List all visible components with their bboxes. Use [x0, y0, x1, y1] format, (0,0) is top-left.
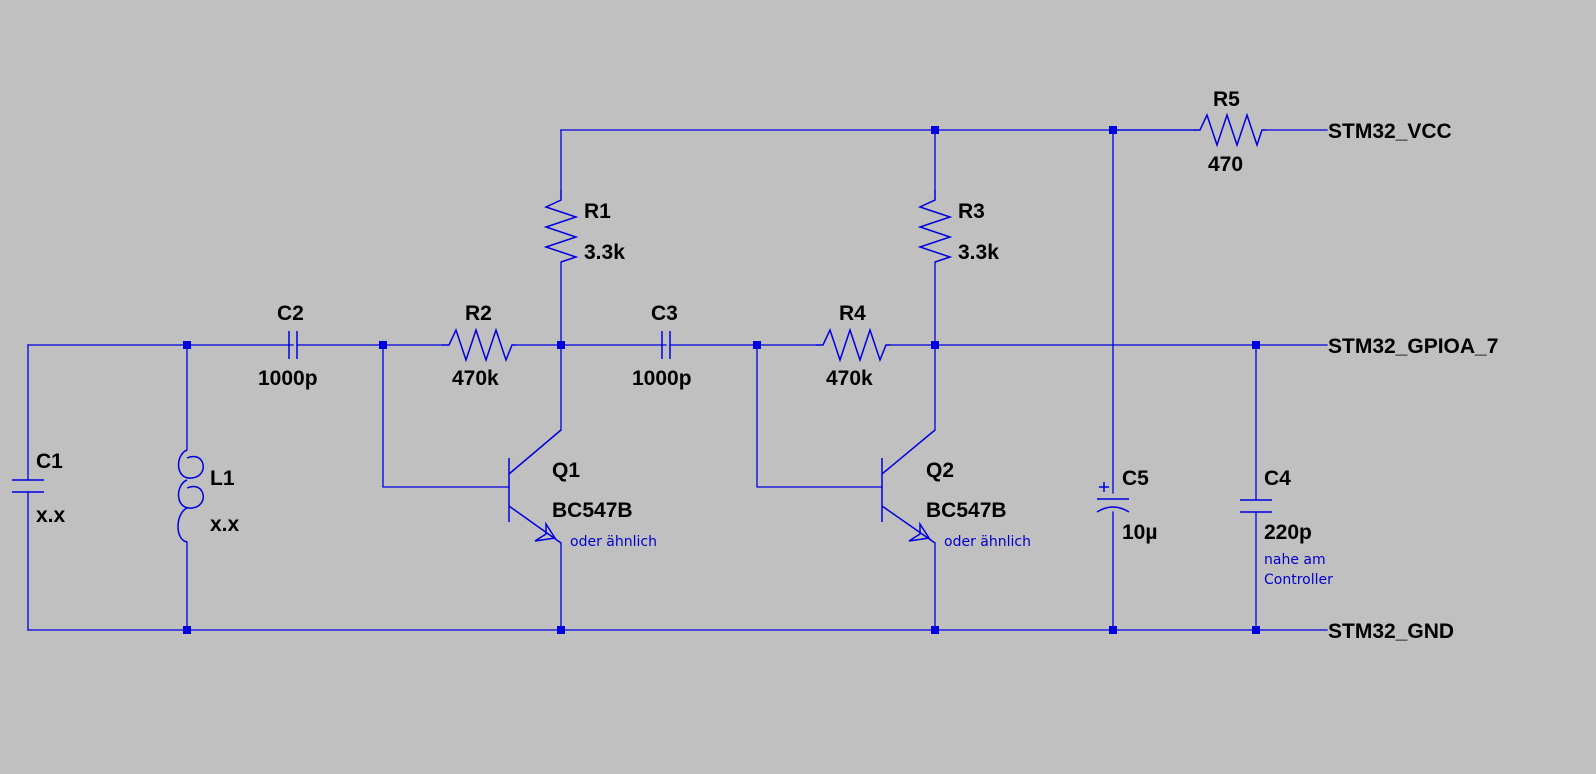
r3-value-label: 3.3k — [958, 241, 999, 264]
junction-dots — [183, 126, 1260, 634]
r4-symbol — [816, 327, 890, 363]
q1-note: oder ähnlich — [570, 534, 657, 550]
c3-value-label: 1000p — [632, 367, 692, 390]
r1-value-label: 3.3k — [584, 241, 625, 264]
r2-symbol — [442, 327, 516, 363]
r3-symbol — [917, 190, 953, 263]
q2-ref-label: Q2 — [926, 459, 954, 482]
l1-symbol — [177, 449, 204, 543]
q1-base-feedback-wire — [382, 344, 510, 488]
r2-ref-label: R2 — [465, 302, 492, 325]
r3-ref-label: R3 — [958, 200, 985, 223]
q1-ref-label: Q1 — [552, 459, 580, 482]
c4-symbol — [1240, 499, 1272, 513]
c2-symbol — [288, 331, 298, 359]
net-labels: STM32_VCC STM32_GPIOA_7 STM32_GND — [1328, 120, 1498, 643]
c4-note-line2: Controller — [1264, 572, 1333, 588]
q1-value-label: BC547B — [552, 499, 633, 522]
c5-ref-label: C5 — [1122, 467, 1149, 490]
c3-symbol — [661, 331, 671, 359]
l1-ref-label: L1 — [210, 467, 235, 490]
net-label-vcc: STM32_VCC — [1328, 120, 1452, 143]
r5-ref-label: R5 — [1213, 88, 1240, 111]
c2-value-label: 1000p — [258, 367, 318, 390]
c5-symbol — [1096, 482, 1130, 513]
r2-value-label: 470k — [452, 367, 499, 390]
c2-ref-label: C2 — [277, 302, 304, 325]
c1-value-label: x.x — [36, 504, 66, 527]
component-labels: C1 x.x L1 x.x C2 1000p R2 470k R1 3.3k Q… — [36, 88, 1333, 588]
c1-ref-label: C1 — [36, 450, 63, 473]
c3-ref-label: C3 — [651, 302, 678, 325]
c4-value-label: 220p — [1264, 521, 1312, 544]
r1-symbol — [543, 190, 579, 263]
r4-value-label: 470k — [826, 367, 873, 390]
q2-base-feedback-wire — [756, 344, 883, 488]
q2-note: oder ähnlich — [944, 534, 1031, 550]
c1-symbol — [12, 479, 44, 493]
c4-ref-label: C4 — [1264, 467, 1291, 490]
q1-symbol — [508, 429, 562, 544]
l1-value-label: x.x — [210, 513, 240, 536]
c4-note-line1: nahe am — [1264, 552, 1326, 568]
net-label-gnd: STM32_GND — [1328, 620, 1454, 643]
r5-symbol — [1194, 112, 1266, 148]
net-label-gpio: STM32_GPIOA_7 — [1328, 335, 1498, 358]
r4-ref-label: R4 — [839, 302, 866, 325]
q2-symbol — [881, 429, 936, 544]
r1-ref-label: R1 — [584, 200, 611, 223]
r5-value-label: 470 — [1208, 153, 1243, 176]
q2-value-label: BC547B — [926, 499, 1007, 522]
c5-value-label: 10µ — [1122, 521, 1157, 544]
